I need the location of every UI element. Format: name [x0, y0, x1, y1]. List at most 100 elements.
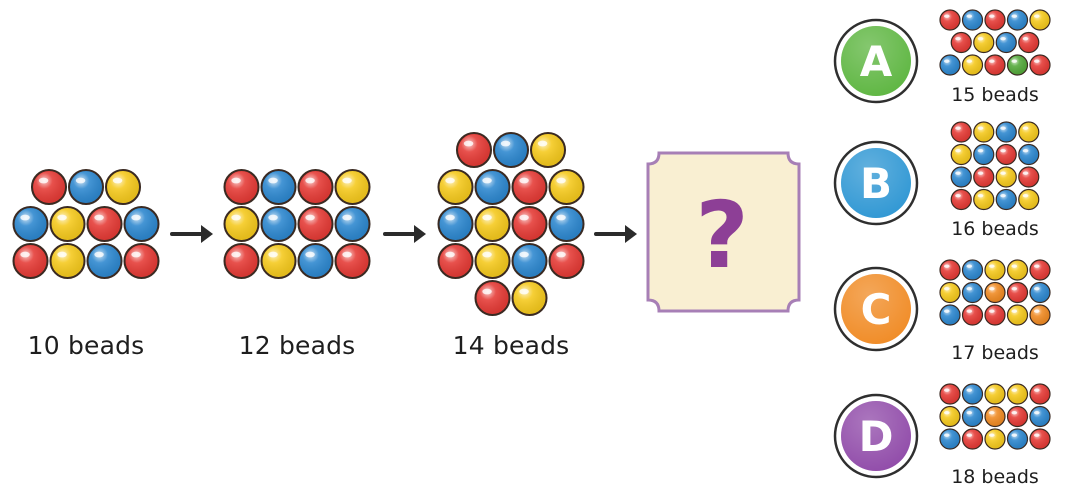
option-a-bead-blue: [995, 31, 1017, 54]
sequence-step-2-bead-yellow: [334, 168, 371, 206]
sequence-step-1-bead-red: [12, 242, 49, 280]
right-arrow-icon: [383, 225, 426, 243]
option-d[interactable]: D: [833, 383, 1051, 479]
option-c-bead-blue: [961, 281, 984, 304]
option-b-beads: [950, 121, 1040, 211]
option-c-bead-yellow: [939, 281, 961, 304]
option-c-bead-orange: [1029, 304, 1051, 326]
option-a-bead-blue: [961, 9, 984, 31]
sequence-step-3-bead-red: [455, 131, 493, 169]
sequence-step-3-bead-yellow: [511, 279, 548, 317]
sequence-step-3-bead-yellow: [437, 168, 474, 206]
sequence-step-1-bead-yellow: [49, 242, 86, 280]
option-b-letter: B: [860, 159, 892, 208]
option-b-bead-blue: [995, 121, 1017, 143]
option-b-bead-red: [995, 143, 1017, 166]
option-c-beads: [939, 259, 1051, 326]
option-b-label: 16 beads: [951, 218, 1039, 240]
sequence-step-2-bead-red: [297, 205, 334, 243]
option-a-bead-red: [950, 31, 972, 54]
option-c-bead-blue: [961, 259, 984, 281]
option-b-bead-yellow: [1018, 121, 1040, 143]
sequence-step-3-bead-red: [511, 168, 548, 206]
sequence-step-2-bead-yellow: [260, 242, 297, 280]
sequence-step-2-bead-yellow: [223, 205, 260, 243]
sequence-step-2-label: 12 beads: [238, 331, 356, 360]
option-a-bead-red: [984, 54, 1006, 76]
option-a-bead-red: [1029, 54, 1051, 76]
option-d-bead-blue: [961, 405, 984, 428]
option-a-bead-blue: [939, 54, 961, 76]
sequence-step-2-bead-blue: [334, 205, 371, 243]
option-b-bead-red: [950, 188, 972, 211]
option-d-bead-blue: [1029, 405, 1051, 428]
question-card: ?: [646, 151, 801, 313]
option-c[interactable]: C: [833, 259, 1051, 352]
option-b-badge: B: [833, 140, 919, 226]
sequence-step-3-bead-red: [511, 205, 548, 243]
option-d-bead-yellow: [984, 383, 1006, 405]
option-a[interactable]: A: [833, 9, 1051, 104]
option-b-bead-yellow: [950, 143, 972, 166]
right-arrow-icon: [594, 225, 637, 243]
option-a-bead-yellow: [961, 54, 984, 76]
option-c-letter: C: [861, 285, 892, 334]
option-b[interactable]: B: [833, 121, 1040, 226]
sequence-step-1-bead-red: [123, 242, 160, 280]
option-c-bead-red: [984, 304, 1006, 326]
option-d-bead-blue: [961, 383, 984, 405]
option-d-bead-blue: [1006, 428, 1029, 450]
option-d-beads: [939, 383, 1051, 450]
option-b-bead-blue: [995, 188, 1017, 211]
sequence-step-3-bead-red: [474, 279, 511, 317]
sequence-step-3-bead-blue: [548, 205, 585, 243]
sequence-step-3-label: 14 beads: [452, 331, 570, 360]
sequence-step-2-bead-red: [297, 168, 334, 206]
sequence-step-1-label: 10 beads: [27, 331, 145, 360]
sequence-step-1-bead-yellow: [49, 205, 86, 243]
option-a-label: 15 beads: [951, 84, 1039, 106]
option-c-bead-yellow: [1006, 259, 1029, 281]
option-c-bead-blue: [1029, 281, 1051, 304]
option-d-bead-red: [961, 428, 984, 450]
sequence-step-3-bead-yellow: [474, 205, 511, 243]
option-a-bead-yellow: [1029, 9, 1051, 31]
sequence-step-1-bead-blue: [86, 242, 123, 280]
option-a-bead-green: [1006, 54, 1029, 76]
sequence-step-1-bead-blue: [67, 168, 105, 206]
option-b-bead-yellow: [1018, 188, 1040, 211]
sequence-step-1-bead-red: [86, 205, 123, 243]
sequence-step-2-bead-red: [223, 242, 260, 280]
option-a-bead-blue: [1006, 9, 1029, 31]
option-a-bead-red: [939, 9, 961, 31]
sequence-step-3-bead-red: [437, 242, 474, 280]
sequence-step-2-beads: [223, 168, 371, 280]
sequence-step-3-bead-blue: [511, 242, 548, 280]
option-d-bead-yellow: [1006, 383, 1029, 405]
option-b-bead-yellow: [973, 121, 995, 143]
sequence-step-2-bead-red: [334, 242, 371, 280]
option-c-bead-yellow: [1006, 304, 1029, 326]
option-c-bead-red: [939, 259, 961, 281]
sequence-step-2-bead-blue: [260, 168, 297, 206]
answer-options: A B C D: [833, 9, 1051, 479]
option-b-bead-red: [1018, 166, 1040, 188]
arrows: [170, 225, 637, 243]
option-c-bead-orange: [984, 281, 1006, 304]
option-d-badge: D: [833, 393, 919, 479]
option-a-beads: [939, 9, 1051, 76]
option-c-badge: C: [833, 266, 919, 352]
question-card-frame: [646, 151, 801, 313]
option-d-bead-yellow: [984, 428, 1006, 450]
sequence-step-1-bead-yellow: [104, 168, 142, 206]
option-d-bead-yellow: [939, 405, 961, 428]
sequence-step-2-bead-blue: [297, 242, 334, 280]
sequence-step-1-beads: [12, 168, 160, 280]
option-d-bead-red: [1029, 383, 1051, 405]
sequence-step-3-beads: [437, 131, 585, 317]
sequence-step-3-bead-yellow: [548, 168, 585, 206]
right-arrow-icon: [170, 225, 213, 243]
question-mark-symbol: ?: [695, 182, 748, 289]
sequence-step-2-bead-blue: [260, 205, 297, 243]
